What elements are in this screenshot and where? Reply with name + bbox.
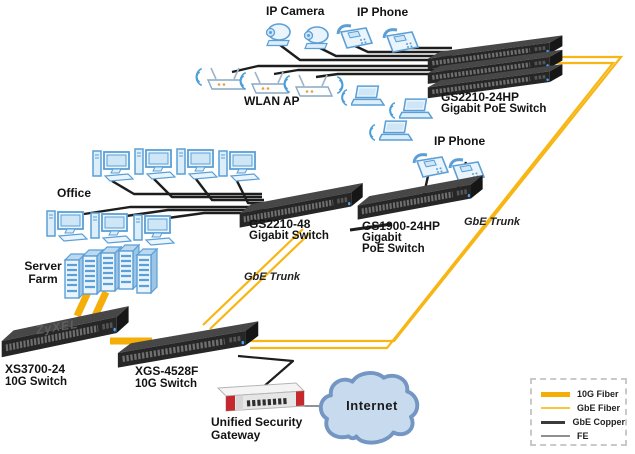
xs3700-24-desc: 10G Switch <box>5 376 67 388</box>
copper-links-office <box>83 178 268 220</box>
desktop-pc-icon <box>90 210 132 246</box>
usg-device <box>216 382 306 412</box>
10g-fiber-line-swatch <box>541 391 570 397</box>
xgs-4528f-switch <box>116 314 262 370</box>
wifi-signal-icon <box>278 73 293 95</box>
wlan-ap-label: WLAN AP <box>244 94 300 108</box>
wlan-ap-icon <box>294 73 334 101</box>
laptop-icon <box>379 120 413 145</box>
legend-item-fe: FE <box>541 429 625 443</box>
gbe-fiber-line-swatch <box>541 407 570 409</box>
wifi-signal-icon <box>384 100 398 121</box>
gs1900-24hp-switch <box>356 168 486 222</box>
internet-cloud <box>318 371 420 445</box>
legend-item-gbe-fiber: GbE Fiber <box>541 401 625 415</box>
wifi-signal-icon <box>336 87 350 108</box>
usg-label: Unified Security Gateway <box>211 415 303 442</box>
ip-phone-icon <box>334 21 374 51</box>
ip-camera-icon <box>260 22 296 48</box>
copper-link-xgs-usg <box>237 354 295 389</box>
legend-item-gbe-copper: GbE Copper <box>541 415 625 429</box>
ip-camera-label: IP Camera <box>266 4 325 18</box>
desktop-pc-icon <box>176 146 218 182</box>
gbe-trunk-right <box>250 55 624 350</box>
desktop-pc-icon <box>46 208 88 244</box>
gs2210-24hp-desc: Gigabit PoE Switch <box>441 103 547 115</box>
wifi-signal-icon <box>234 70 249 92</box>
office-label: Office <box>57 186 92 200</box>
ip-phone-icon <box>380 25 420 55</box>
gs1900-24hp-desc2: PoE Switch <box>362 243 425 255</box>
server-farm-label: Server Farm <box>24 259 62 286</box>
gbe-trunk-right-label: GbE Trunk <box>464 216 521 228</box>
desktop-pc-icon <box>134 146 176 182</box>
gs2210-24hp-name: GS2210-24HP <box>441 90 520 104</box>
fe-line-swatch <box>541 435 570 437</box>
legend: 10G Fiber GbE Fiber GbE Copper FE <box>530 378 627 446</box>
gs1900-24hp-name: GS1900-24HP <box>362 219 441 233</box>
gs2210-48-name: GS2210-48 <box>249 217 311 231</box>
wifi-signal-icon <box>364 122 378 143</box>
internet-label: Internet <box>346 398 398 413</box>
gbe-trunk-left-label: GbE Trunk <box>244 271 301 283</box>
xgs-4528f-desc: 10G Switch <box>135 378 197 390</box>
xgs-4528f-name: XGS-4528F <box>135 364 199 378</box>
desktop-pc-icon <box>133 212 175 248</box>
xs3700-24-name: XS3700-24 <box>5 362 66 376</box>
legend-item-10g-fiber: 10G Fiber <box>541 387 625 401</box>
ip-phone-top-label: IP Phone <box>357 5 409 19</box>
gs2210-48-desc: Gigabit Switch <box>249 230 329 242</box>
gbe-trunk-left <box>202 228 311 330</box>
ip-phone-right-label: IP Phone <box>434 134 486 148</box>
ip-camera-icon <box>298 25 334 51</box>
laptop-icon <box>351 85 385 110</box>
copper-link-gs2210-gs1900 <box>349 222 393 232</box>
wifi-signal-icon <box>190 66 205 88</box>
server-icon <box>134 248 158 294</box>
gs1900-24hp-desc1: Gigabit <box>362 232 402 244</box>
gbe-copper-line-swatch <box>541 420 566 424</box>
desktop-pc-icon <box>92 148 134 184</box>
